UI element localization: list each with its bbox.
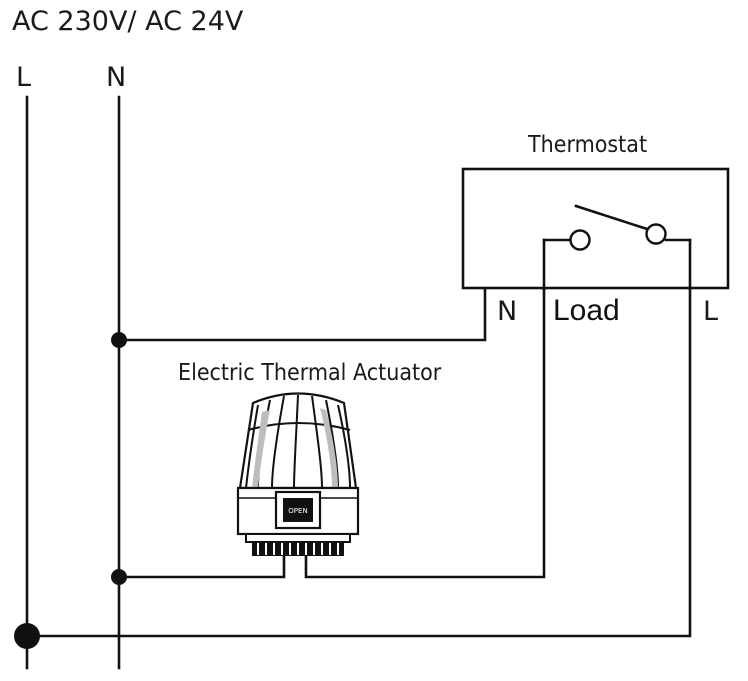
thermostat-terminal-n: N (497, 296, 517, 327)
thermostat-title: Thermostat (527, 132, 647, 158)
switch-blade (574, 204, 649, 231)
thermostat-terminal-load: Load (553, 294, 620, 327)
live-line-label: L (16, 62, 31, 93)
thermostat-box (461, 167, 730, 290)
supply-voltage-label: AC 230V/ AC 24V (12, 6, 244, 37)
neutral-to-actuator-wire (117, 554, 286, 579)
neutral-to-thermostat-wire (117, 287, 487, 342)
actuator-title: Electric Thermal Actuator (178, 360, 442, 386)
switch-contact-right (645, 223, 667, 245)
actuator-open-label: OPEN (288, 507, 307, 515)
thermal-actuator-icon: OPEN (236, 392, 360, 556)
thermostat-terminal-l: L (703, 296, 718, 327)
switch-contact-left (569, 229, 591, 251)
neutral-line-label: N (106, 62, 126, 93)
